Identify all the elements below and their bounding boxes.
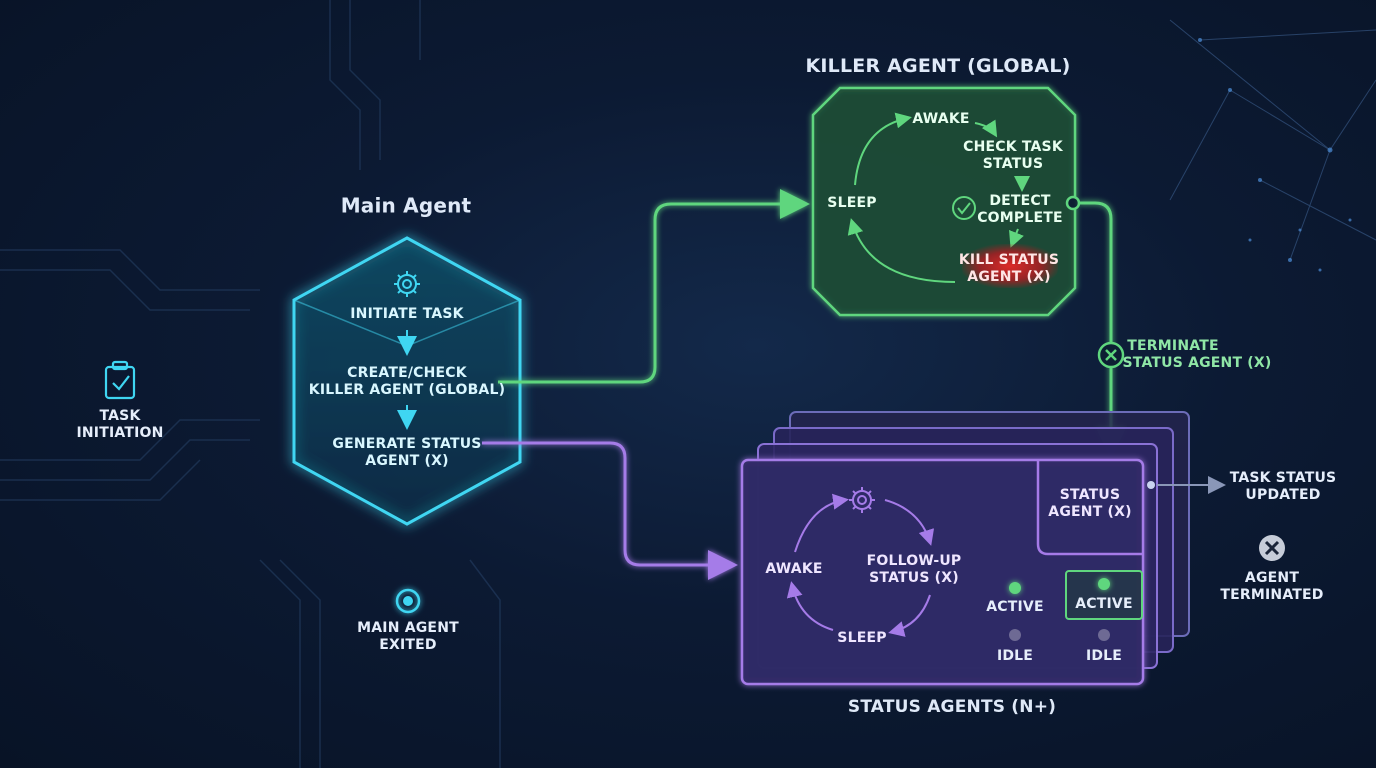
main-step-create-line2: KILLER AGENT (GLOBAL) bbox=[308, 381, 506, 398]
killer-step-check-line2: STATUS bbox=[982, 155, 1044, 172]
killer-step-check-line1: CHECK TASK bbox=[963, 138, 1063, 155]
terminate-line1: TERMINATE bbox=[1127, 337, 1219, 354]
main-exited-line1: MAIN AGENT bbox=[357, 619, 459, 636]
network-dots-right bbox=[1198, 38, 1352, 272]
agent-terminated-line2: TERMINATED bbox=[1220, 586, 1324, 603]
status-agent-panel-line1: STATUS bbox=[1059, 486, 1121, 503]
terminate-x-icon bbox=[1097, 341, 1125, 369]
status-card-front bbox=[740, 458, 1145, 686]
main-step-create-line1: CREATE/CHECK bbox=[347, 364, 467, 381]
status-cycle-arc-top-left bbox=[794, 493, 849, 553]
killer-step-kill-line2: AGENT (X) bbox=[967, 268, 1051, 285]
killer-step-detect-line1: DETECT bbox=[989, 192, 1051, 209]
active-label-1: ACTIVE bbox=[986, 598, 1044, 615]
status-agent-panel bbox=[1036, 460, 1143, 556]
status-output-port bbox=[1147, 481, 1155, 489]
circuit-traces-left bbox=[0, 0, 501, 768]
status-step-follow-line1: FOLLOW-UP bbox=[866, 552, 962, 569]
killer-arrow-awake-check bbox=[974, 119, 998, 138]
killer-cycle-arc-bottom bbox=[847, 218, 956, 283]
active-dot-1 bbox=[1009, 582, 1021, 594]
idle-label-2: IDLE bbox=[1085, 647, 1123, 664]
network-mesh-right bbox=[1169, 19, 1376, 261]
status-gear-icon bbox=[849, 487, 875, 513]
agent-terminated-line1: AGENT bbox=[1244, 569, 1300, 586]
status-cycle-arc-top-right bbox=[884, 499, 935, 546]
clipboard-check-icon bbox=[104, 360, 136, 400]
killer-step-kill-line1: KILL STATUS bbox=[958, 251, 1060, 268]
agent-terminated-x-icon bbox=[1259, 535, 1285, 561]
gear-icon bbox=[394, 271, 420, 297]
idle-label-1: IDLE bbox=[996, 647, 1034, 664]
exit-target-icon bbox=[395, 588, 421, 614]
killer-agent-title: KILLER AGENT (GLOBAL) bbox=[805, 55, 1071, 78]
killer-step-awake: AWAKE bbox=[912, 110, 970, 127]
main-step-initiate: INITIATE TASK bbox=[350, 305, 464, 322]
status-step-follow-line2: STATUS (X) bbox=[869, 569, 959, 586]
main-to-killer-connector bbox=[498, 189, 810, 384]
main-step-generate-line1: GENERATE STATUS bbox=[332, 435, 482, 452]
idle-dot-2 bbox=[1098, 629, 1110, 641]
main-agent-title: Main Agent bbox=[340, 193, 472, 218]
main-step-generate-line2: AGENT (X) bbox=[365, 452, 449, 469]
active-label-2: ACTIVE bbox=[1075, 595, 1133, 612]
killer-to-status-connector bbox=[1079, 201, 1126, 458]
idle-dot-1 bbox=[1009, 629, 1021, 641]
task-status-updated-line2: UPDATED bbox=[1245, 486, 1321, 503]
killer-arrow-detect-kill bbox=[1009, 228, 1024, 248]
status-cycle-arc-bottom-left bbox=[786, 581, 834, 631]
status-step-awake: AWAKE bbox=[765, 560, 823, 577]
task-initiation-line1: TASK bbox=[99, 407, 141, 424]
kill-status-glow bbox=[962, 244, 1058, 288]
task-status-updated-line1: TASK STATUS bbox=[1229, 469, 1337, 486]
terminate-line2: STATUS AGENT (X) bbox=[1122, 354, 1272, 371]
status-agent-panel-line2: AGENT (X) bbox=[1048, 503, 1132, 520]
killer-step-sleep: SLEEP bbox=[827, 194, 877, 211]
task-initiation-line2: INITIATION bbox=[76, 424, 164, 441]
killer-cycle-arc-top bbox=[854, 112, 912, 186]
active-dot-2 bbox=[1098, 578, 1110, 590]
active-highlight-box bbox=[1065, 570, 1143, 620]
killer-output-port bbox=[1065, 195, 1081, 211]
status-cycle-arc-bottom-right bbox=[888, 594, 931, 637]
main-to-status-connector bbox=[482, 441, 738, 580]
killer-step-detect-line2: COMPLETE bbox=[977, 209, 1063, 226]
status-step-sleep: SLEEP bbox=[837, 629, 887, 646]
check-circle-icon bbox=[952, 196, 976, 220]
main-exited-line2: EXITED bbox=[379, 636, 437, 653]
status-agents-title: STATUS AGENTS (N+) bbox=[847, 697, 1057, 718]
